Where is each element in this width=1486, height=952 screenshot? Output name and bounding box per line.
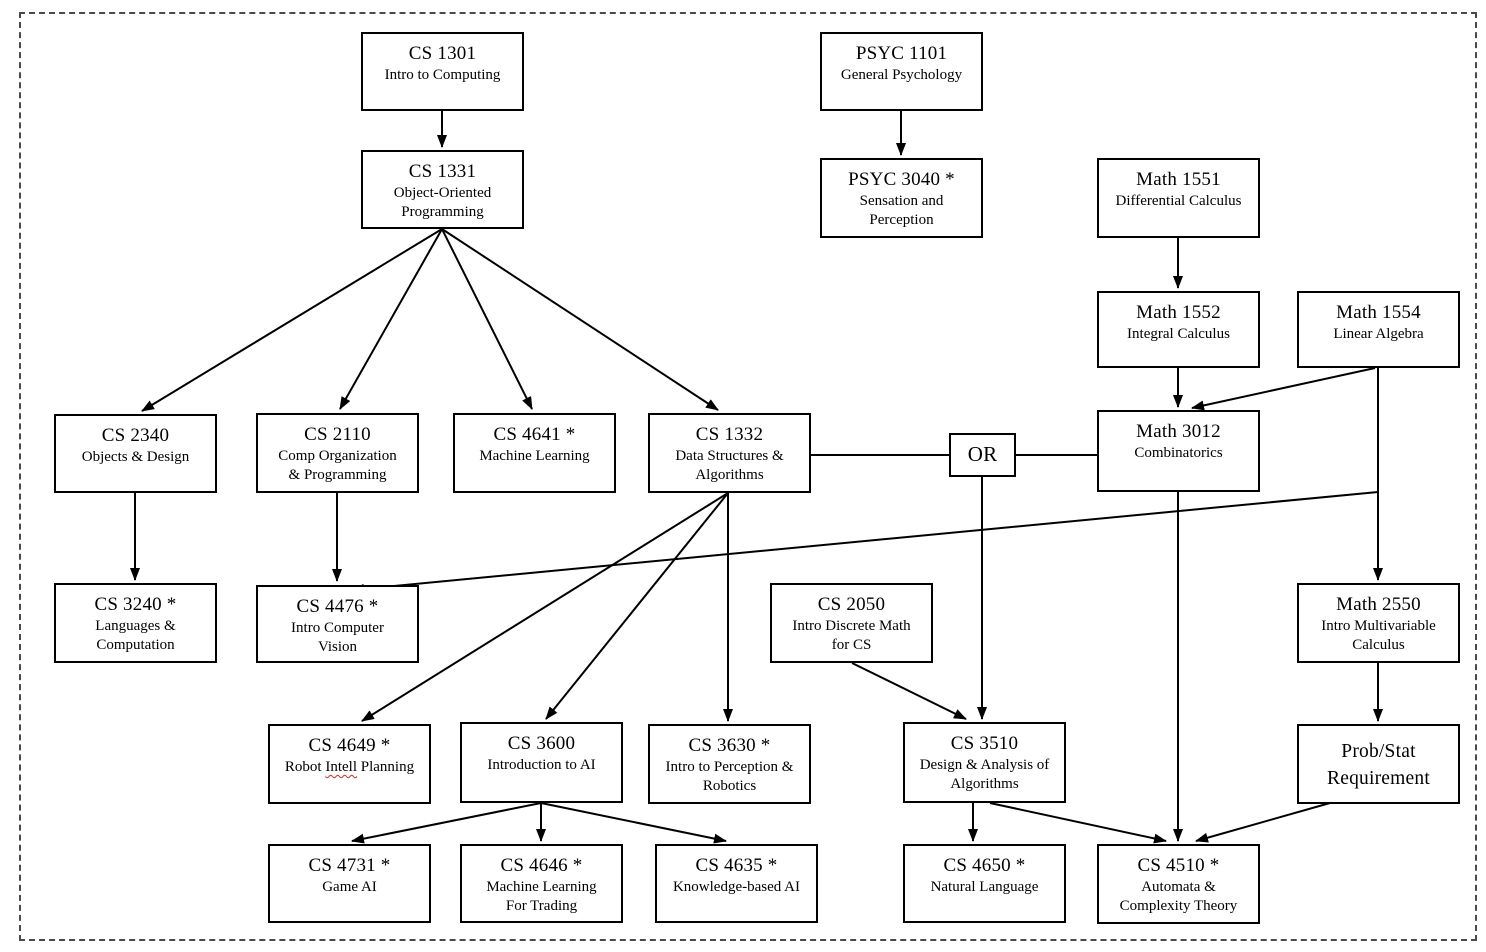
course-title: Intro to Perception & Robotics xyxy=(665,759,794,795)
node-prob-stat: Prob/Stat Requirement xyxy=(1297,724,1460,804)
course-code: CS 4650 * xyxy=(943,855,1026,876)
course-code: CS 3630 * xyxy=(688,735,771,756)
course-title: Differential Calculus xyxy=(1115,193,1242,210)
edge-cs-3510-to-cs-4510 xyxy=(989,802,1167,844)
course-code: CS 4635 * xyxy=(695,855,778,876)
course-title: Data Structures & Algorithms xyxy=(675,448,784,484)
course-title: Object-Oriented Programming xyxy=(393,185,492,221)
course-code: Math 2550 xyxy=(1336,594,1421,615)
edge-cs-2050-to-cs-3510 xyxy=(851,662,967,720)
course-title: Intro Discrete Math for CS xyxy=(792,618,911,654)
course-code: CS 2340 xyxy=(101,425,170,446)
course-code: CS 4510 * xyxy=(1137,855,1220,876)
edge-cs-3600-to-cs-4635 xyxy=(540,802,727,844)
course-code: Math 1552 xyxy=(1136,302,1221,323)
edge-cs-1331-to-cs-1332 xyxy=(441,228,719,411)
course-title-text: Planning xyxy=(357,759,415,776)
course-title: Sensation and Perception xyxy=(859,193,944,229)
course-title: Integral Calculus xyxy=(1127,326,1230,343)
course-title: Design & Analysis of Algorithms xyxy=(919,757,1050,793)
course-code: PSYC 3040 * xyxy=(848,169,955,190)
node-or: OR xyxy=(949,433,1016,477)
node-psyc-3040: PSYC 3040 * Sensation and Perception xyxy=(820,158,983,238)
node-cs-3630: CS 3630 * Intro to Perception & Robotics xyxy=(648,724,811,804)
edge-prob-stat-to-cs-4510 xyxy=(1195,802,1331,843)
course-code: CS 1301 xyxy=(408,43,477,64)
course-code: CS 1331 xyxy=(408,161,477,182)
edge-cs-3600-to-cs-4731 xyxy=(351,802,542,844)
course-title-text: Robot xyxy=(284,759,326,776)
course-code: CS 2110 xyxy=(304,424,371,445)
course-title: Robot Intell Planning xyxy=(284,758,415,777)
course-code: CS 4641 * xyxy=(493,424,576,445)
course-title: Objects & Design xyxy=(81,449,190,466)
course-code: CS 3600 xyxy=(507,733,576,754)
edge-math-1554-to-cs-4476 xyxy=(351,491,1379,594)
course-title: General Psychology xyxy=(840,67,963,84)
course-title: Combinatorics xyxy=(1134,445,1223,462)
edge-cs-1332-to-cs-3600 xyxy=(545,492,729,720)
misspelled-word: Intell xyxy=(325,759,357,776)
course-title: Natural Language xyxy=(930,879,1039,896)
node-cs-4641: CS 4641 * Machine Learning xyxy=(453,413,616,493)
course-title: Intro Multivariable Calculus xyxy=(1321,618,1436,654)
course-title: Languages & Computation xyxy=(95,618,176,654)
course-code: OR xyxy=(967,442,998,467)
course-code: CS 4646 * xyxy=(500,855,583,876)
course-title: Intro Computer Vision xyxy=(291,620,384,656)
course-code: CS 1332 xyxy=(695,424,764,445)
node-cs-3240: CS 3240 * Languages & Computation xyxy=(54,583,217,663)
course-code: PSYC 1101 xyxy=(855,43,948,64)
course-code: Prob/Stat Requirement xyxy=(1327,741,1430,790)
edge-math-1554-to-math-3012 xyxy=(1191,367,1376,411)
node-cs-4476: CS 4476 * Intro Computer Vision xyxy=(256,585,419,663)
node-cs-4649: CS 4649 * Robot Intell Planning xyxy=(268,724,431,804)
node-cs-4731: CS 4731 * Game AI xyxy=(268,844,431,923)
course-title: Machine Learning xyxy=(479,448,590,465)
node-cs-4646: CS 4646 * Machine Learning For Trading xyxy=(460,844,623,923)
course-code: CS 4731 * xyxy=(308,855,391,876)
course-code: CS 3240 * xyxy=(94,594,177,615)
course-title: Game AI xyxy=(322,879,377,896)
course-code: Math 1551 xyxy=(1136,169,1221,190)
course-title: Linear Algebra xyxy=(1333,326,1424,343)
course-code: CS 2050 xyxy=(817,594,886,615)
node-cs-4635: CS 4635 * Knowledge-based AI xyxy=(655,844,818,923)
course-title: Intro to Computing xyxy=(384,67,501,84)
node-cs-4650: CS 4650 * Natural Language xyxy=(903,844,1066,923)
course-code: Math 1554 xyxy=(1336,302,1421,323)
course-code: CS 4476 * xyxy=(296,596,379,617)
course-title: Comp Organization & Programming xyxy=(278,448,397,484)
course-title: Automata & Complexity Theory xyxy=(1119,879,1238,915)
edge-cs-1331-to-cs-4641 xyxy=(441,228,533,410)
course-code: CS 4649 * xyxy=(308,735,391,756)
edge-cs-1331-to-cs-2110 xyxy=(339,228,443,410)
course-code: CS 3510 xyxy=(950,733,1019,754)
course-code: Math 3012 xyxy=(1136,421,1221,442)
course-title: Knowledge-based AI xyxy=(672,879,801,896)
course-title: Machine Learning For Trading xyxy=(486,879,597,915)
edge-cs-1332-to-cs-4649 xyxy=(361,492,729,722)
course-title: Introduction to AI xyxy=(487,757,596,774)
edge-cs-1331-to-cs-2340 xyxy=(141,228,443,412)
node-cs-4510: CS 4510 * Automata & Complexity Theory xyxy=(1097,844,1260,924)
